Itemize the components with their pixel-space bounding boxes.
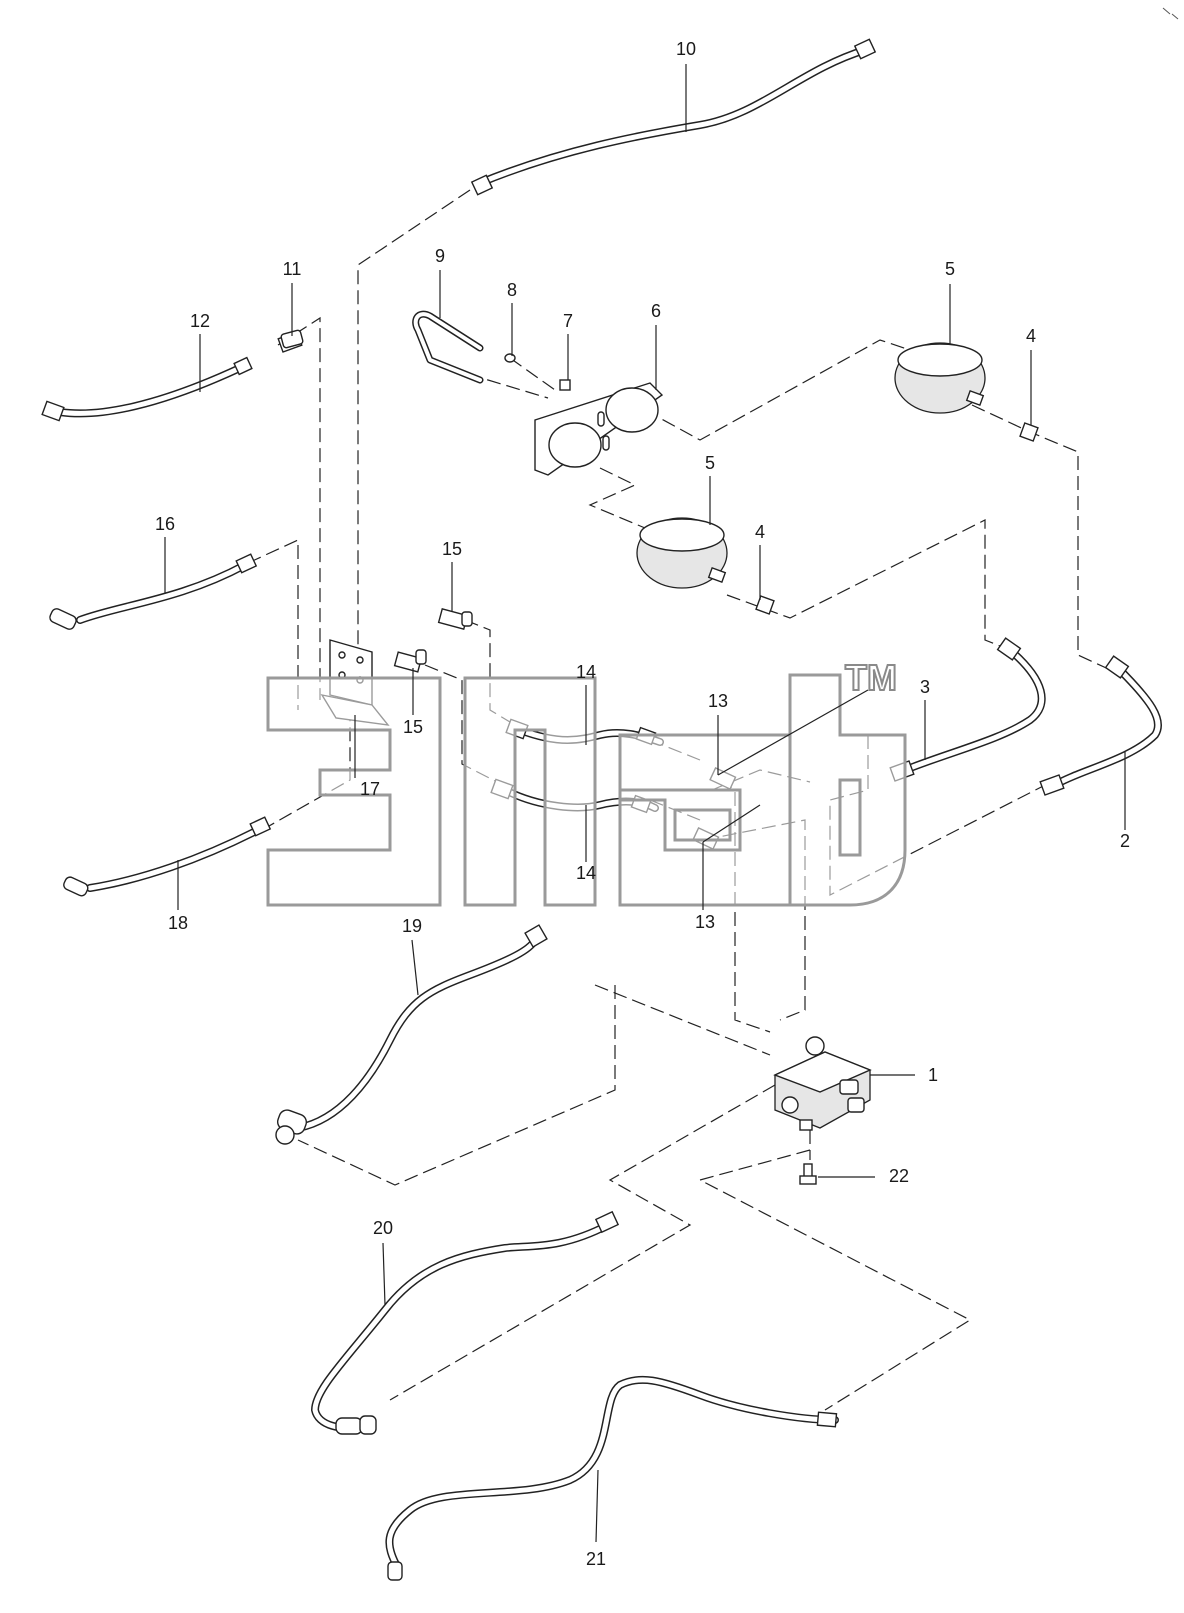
fitting-part-11 — [280, 329, 304, 349]
callout-labels: 10 11 12 9 8 7 6 5 4 5 4 16 15 15 14 13 … — [155, 39, 1130, 1569]
hose-3 — [889, 637, 1046, 782]
callout-11: 11 — [283, 259, 302, 279]
callout-5-upper: 5 — [945, 259, 955, 279]
callout-14-upper: 14 — [576, 662, 596, 682]
callout-2: 2 — [1120, 831, 1130, 851]
hose-21 — [385, 1375, 839, 1581]
hose-20 — [311, 1210, 620, 1435]
callout-16: 16 — [155, 514, 175, 534]
bracket-plate-part-6 — [534, 382, 664, 476]
corner-mark — [1162, 7, 1179, 20]
accumulator-part-5-upper — [894, 342, 1039, 442]
hose-19 — [275, 924, 548, 1145]
hose-18 — [63, 816, 272, 897]
nut-part-7 — [559, 379, 571, 391]
valve-block-part-1 — [773, 1036, 872, 1131]
hose-10 — [470, 38, 877, 196]
fitting-part-15-upper — [437, 608, 473, 630]
tm-mark: TM — [845, 657, 897, 698]
callout-12: 12 — [190, 311, 210, 331]
hose-12 — [41, 331, 303, 422]
leader-lines — [164, 64, 1126, 1543]
callout-13-lower: 13 — [695, 912, 715, 932]
callout-4-lower: 4 — [755, 522, 765, 542]
hose-2 — [1039, 655, 1163, 796]
callout-19: 19 — [402, 916, 422, 936]
callout-13-upper: 13 — [708, 691, 728, 711]
bolt-part-22 — [799, 1163, 817, 1185]
callout-14-lower: 14 — [576, 863, 596, 883]
callout-6: 6 — [651, 301, 661, 321]
callout-8: 8 — [507, 280, 517, 300]
callout-9: 9 — [435, 246, 445, 266]
fitting-part-15-lower — [393, 649, 427, 673]
callout-5-lower: 5 — [705, 453, 715, 473]
callout-18: 18 — [168, 913, 188, 933]
callout-7: 7 — [563, 311, 573, 331]
callout-4-upper: 4 — [1026, 326, 1036, 346]
callout-1: 1 — [928, 1065, 938, 1085]
callout-22: 22 — [889, 1166, 909, 1186]
callout-10: 10 — [676, 39, 696, 59]
accumulator-part-5-lower — [636, 517, 775, 615]
callout-21: 21 — [586, 1549, 606, 1569]
callout-15-lower: 15 — [403, 717, 423, 737]
callout-20: 20 — [373, 1218, 393, 1238]
callout-3: 3 — [920, 677, 930, 697]
u-bolt-part-9 — [412, 310, 484, 384]
hose-16 — [49, 553, 258, 630]
callout-15-upper: 15 — [442, 539, 462, 559]
washer-part-8 — [504, 353, 516, 363]
callout-17: 17 — [360, 779, 380, 799]
